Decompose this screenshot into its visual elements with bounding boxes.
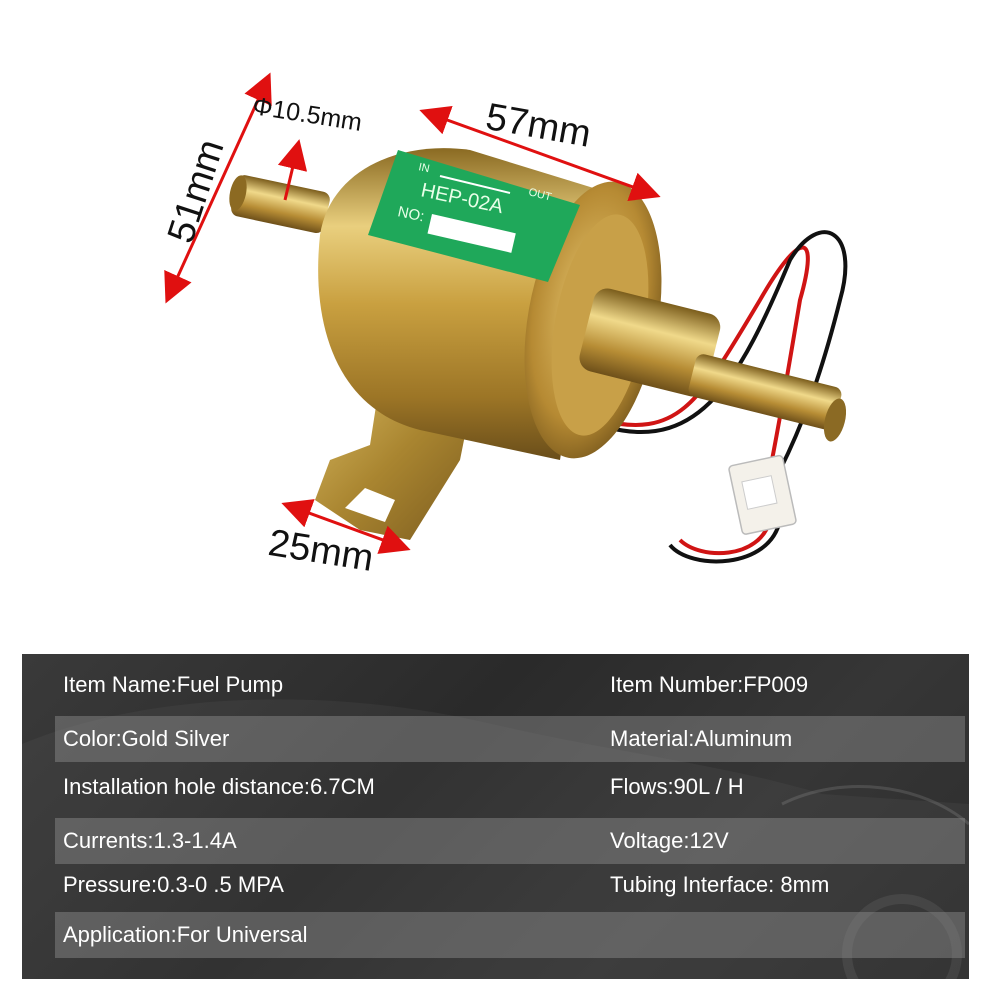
spec-pressure: Pressure:0.3-0 .5 MPA xyxy=(63,872,284,897)
spec-row: Color:Gold Silver Material:Aluminum xyxy=(55,716,965,762)
spec-row: Currents:1.3-1.4A Voltage:12V xyxy=(55,818,965,864)
spec-currents: Currents:1.3-1.4A xyxy=(63,828,237,853)
dimension-lines xyxy=(164,72,661,554)
spec-hole-distance: Installation hole distance:6.7CM xyxy=(63,774,375,799)
spec-tubing: Tubing Interface: 8mm xyxy=(610,872,830,897)
spec-row: Item Name:Fuel Pump Item Number:FP009 xyxy=(55,662,965,708)
spec-row: Installation hole distance:6.7CM Flows:9… xyxy=(55,764,965,810)
fuel-pump-photo: IN OUT HEP-02A NO: xyxy=(164,72,848,564)
outlet-tube xyxy=(579,288,847,442)
spec-flows: Flows:90L / H xyxy=(610,774,744,799)
spec-row: Application:For Universal xyxy=(55,912,965,958)
spec-panel: Item Name:Fuel Pump Item Number:FP009 Co… xyxy=(22,654,969,979)
spec-voltage: Voltage:12V xyxy=(610,828,729,853)
spec-material: Material:Aluminum xyxy=(610,726,793,751)
connector xyxy=(728,454,797,535)
inlet-nozzle xyxy=(229,175,330,234)
spec-item-number: Item Number:FP009 xyxy=(610,672,809,697)
spec-color: Color:Gold Silver xyxy=(63,726,230,751)
spec-row: Pressure:0.3-0 .5 MPA Tubing Interface: … xyxy=(55,862,965,908)
spec-application: Application:For Universal xyxy=(63,922,308,947)
car-silhouette xyxy=(22,699,969,979)
spec-item-name: Item Name:Fuel Pump xyxy=(63,672,284,697)
label-no-text: NO: xyxy=(396,203,426,225)
